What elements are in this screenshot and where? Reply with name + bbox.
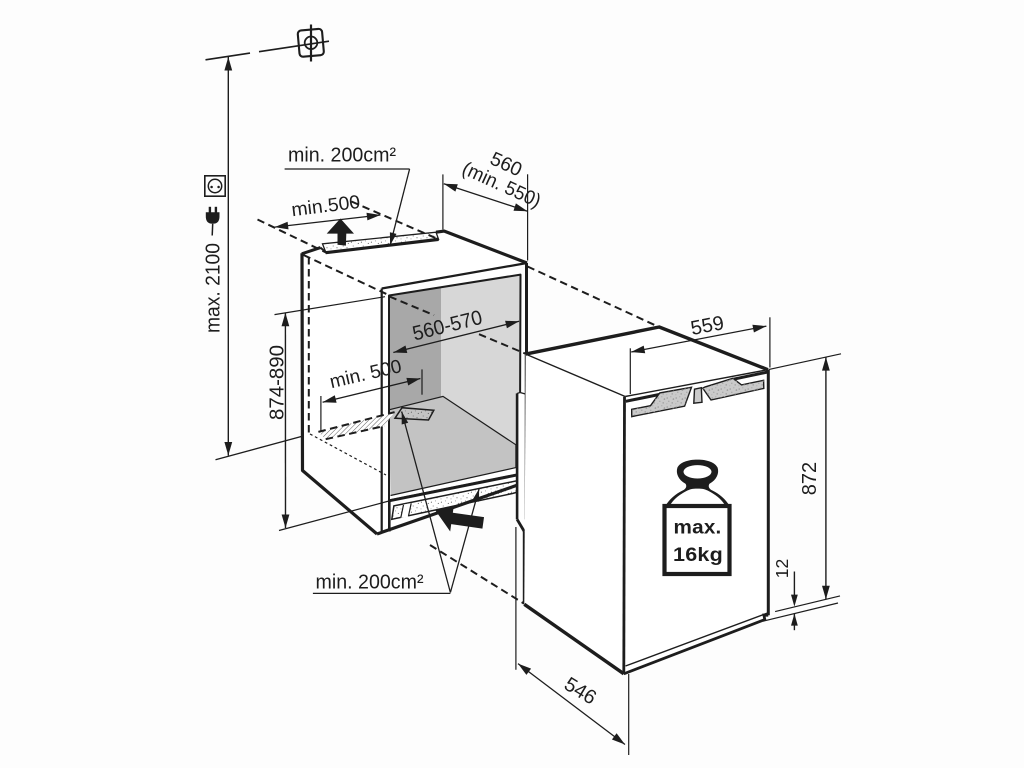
svg-text:min. 200cm²: min. 200cm² bbox=[316, 572, 424, 594]
svg-text:max.: max. bbox=[674, 518, 722, 539]
svg-text:874-890: 874-890 bbox=[267, 345, 289, 420]
svg-text:872: 872 bbox=[799, 462, 821, 495]
svg-text:16kg: 16kg bbox=[673, 545, 723, 566]
svg-text:min. 200cm²: min. 200cm² bbox=[288, 145, 396, 167]
svg-text:12: 12 bbox=[772, 559, 792, 578]
svg-text:max. 2100: max. 2100 bbox=[203, 243, 225, 333]
